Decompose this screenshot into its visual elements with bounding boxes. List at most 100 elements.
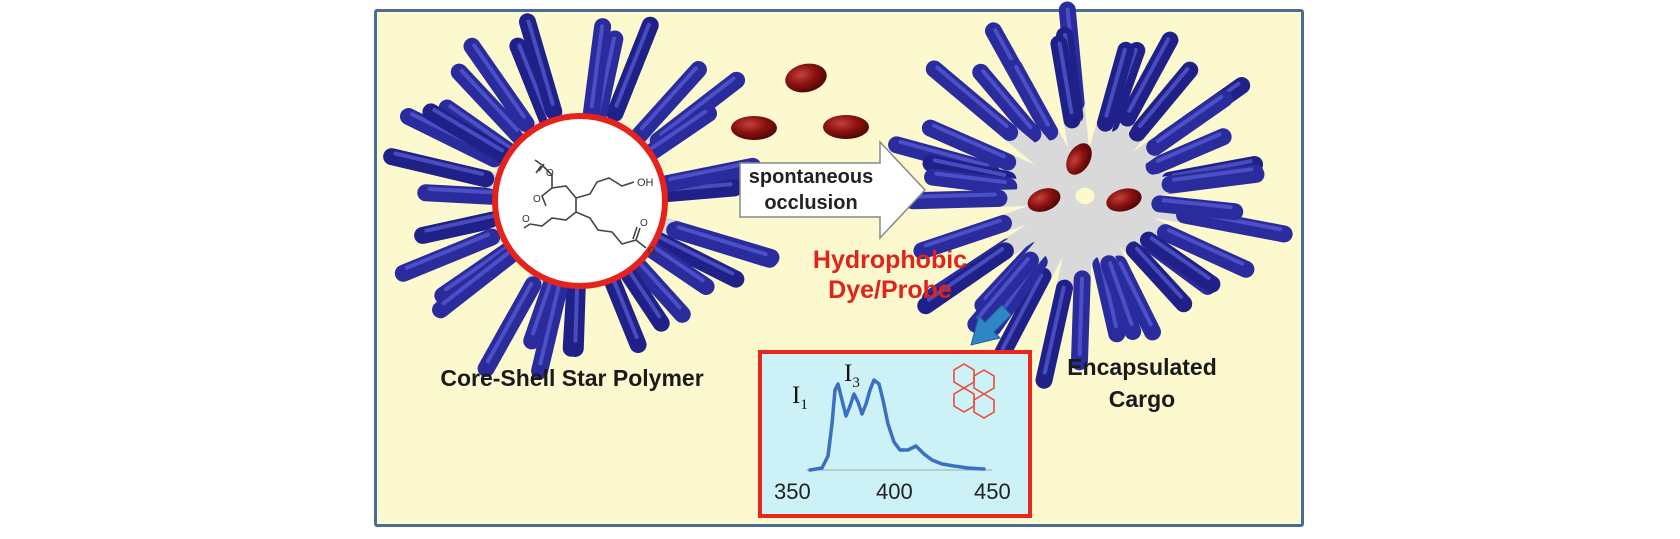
peak-i3-sub: 3	[852, 375, 860, 391]
polymer-arm-shell-segment	[967, 251, 1039, 333]
encapsulated-star-polymer	[888, 1, 1293, 389]
polymer-arm-highlight	[393, 151, 484, 176]
polymer-arm-highlight	[931, 123, 1007, 159]
polymer-arm-highlight	[1134, 246, 1184, 299]
polymer-arm-shell-segment	[1151, 195, 1244, 221]
dye-label-line1: Hydrophobic	[812, 246, 968, 274]
dye-molecule	[731, 116, 777, 140]
polymer-arm-shell-segment	[1176, 206, 1293, 243]
right-caption-line1: Encapsulated	[1067, 354, 1217, 380]
polymer-arm-highlight	[981, 69, 1033, 130]
polymer-arm-core-segment	[1001, 123, 1081, 194]
dye-label: Hydrophobic Dye/Probe	[790, 245, 990, 305]
peak-i3-label: I3	[844, 360, 860, 392]
peak-i1-main: I	[792, 382, 801, 409]
polymer-arm-highlight	[676, 225, 768, 257]
polymer-arm-highlight	[934, 171, 1007, 185]
polymer-arm-shell-segment	[913, 214, 1012, 260]
polymer-arm-highlight	[1127, 37, 1171, 113]
polymer-arm-shell-segment	[634, 235, 715, 295]
polymer-arm-shell-segment	[1125, 241, 1193, 313]
polymer-arm-highlight	[526, 19, 555, 106]
dye-molecule	[823, 115, 869, 139]
polymer-arm-highlight	[441, 251, 510, 306]
right-caption-line2: Cargo	[1108, 386, 1176, 412]
x-tick-400: 400	[876, 479, 913, 504]
polymer-arm-core-segment	[1094, 175, 1179, 203]
polymer-arm-shell-segment	[417, 184, 512, 206]
polymer-arm-highlight	[1042, 285, 1066, 375]
polymer-arm-highlight	[1161, 198, 1233, 210]
polymer-arm-highlight	[1057, 41, 1074, 115]
free-dye-molecules	[731, 63, 869, 140]
polymer-arm-highlight	[589, 24, 605, 109]
polymer-arm-highlight	[485, 282, 534, 364]
polymer-arm-shell-segment	[1156, 224, 1255, 278]
polymer-arm-shell-segment	[657, 157, 762, 193]
polymer-arm-highlight	[472, 43, 526, 119]
polymer-arm-core-segment	[1080, 114, 1114, 189]
peak-i1-label: I1	[792, 382, 808, 414]
polymer-arm-highlight	[1155, 132, 1222, 163]
polymer-arm-highlight	[659, 235, 735, 276]
right-caption: Encapsulated Cargo	[1042, 351, 1242, 415]
polymer-arm-shell-segment	[1146, 90, 1233, 156]
polymer-arm-highlight	[914, 192, 997, 199]
polymer-arm-highlight	[935, 65, 1009, 128]
polymer-arm-highlight	[898, 139, 989, 168]
polymer-arm-core-segment	[1090, 138, 1164, 195]
polymer-arm-highlight	[668, 161, 751, 181]
polymer-arm-highlight	[645, 109, 708, 154]
arrow-label-line1: spontaneous	[748, 166, 874, 188]
polymer-arm-highlight	[1108, 261, 1134, 326]
molecule-o-label-5: O	[648, 246, 656, 257]
core-zoom-circle: OH O O O O O	[492, 113, 668, 289]
polymer-arm-shell-segment	[630, 61, 707, 144]
polymer-arm-shell-segment	[383, 148, 495, 188]
dye-molecule	[785, 63, 827, 93]
arrow-label-line2: occlusion	[764, 192, 858, 214]
dye-label-line2: Dye/Probe	[828, 276, 952, 304]
polymer-arm-highlight	[538, 283, 561, 366]
fluorescence-spectrum-inset: I1 I3 350 400 450	[758, 350, 1032, 518]
polymer-arm-highlight	[932, 158, 1007, 177]
polymer-arm-shell-segment	[394, 228, 501, 282]
polymer-arm-highlight	[1149, 236, 1211, 280]
polymer-arm-highlight	[1104, 47, 1127, 118]
polymer-arm-highlight	[432, 107, 505, 153]
polymer-arm-core-segment	[994, 193, 1077, 232]
polymer-arm-shell-segment	[904, 189, 1008, 210]
polymer-arm-shell-segment	[399, 107, 503, 168]
x-tick-450: 450	[974, 479, 1011, 504]
polymer-arm-highlight	[1171, 159, 1253, 178]
polymer-arm-shell-segment	[972, 63, 1042, 143]
molecule-o-label-4: O	[640, 218, 648, 229]
polymer-arm-highlight	[459, 68, 520, 132]
polymer-arm-shell-segment	[925, 60, 1019, 141]
polymer-arm-highlight	[639, 66, 698, 131]
polymer-arm-highlight	[923, 218, 1002, 248]
polymer-arm-highlight	[1077, 276, 1085, 357]
polymer-arm-shell-segment	[917, 242, 1014, 315]
polymer-arm-shell-segment	[414, 209, 510, 244]
polymer-arm-shell-segment	[1128, 61, 1199, 142]
polymer-arm-shell-segment	[1145, 128, 1232, 175]
polymer-arm-shell-segment	[924, 168, 1018, 196]
polymer-arm-shell-segment	[463, 37, 535, 133]
pyrene-structure-icon	[953, 363, 995, 419]
core-molecule-structure	[523, 159, 647, 249]
pyrene-emission-curve	[808, 378, 986, 472]
molecule-o-label-1: O	[533, 194, 541, 205]
polymer-arm-highlight	[424, 213, 500, 233]
polymer-arm-highlight	[926, 247, 1005, 302]
polymer-arm-core-segment	[1090, 197, 1157, 249]
polymer-arm-highlight	[427, 187, 501, 195]
dye-molecule	[1106, 188, 1142, 212]
polymer-arm-shell-segment	[921, 119, 1017, 171]
peak-i3-main: I	[844, 360, 853, 387]
arrow-label: spontaneous occlusion	[736, 164, 886, 216]
polymer-arm-core-segment	[1082, 203, 1118, 273]
polymer-arm-shell-segment	[648, 179, 744, 203]
polymer-arm-highlight	[1167, 228, 1245, 266]
